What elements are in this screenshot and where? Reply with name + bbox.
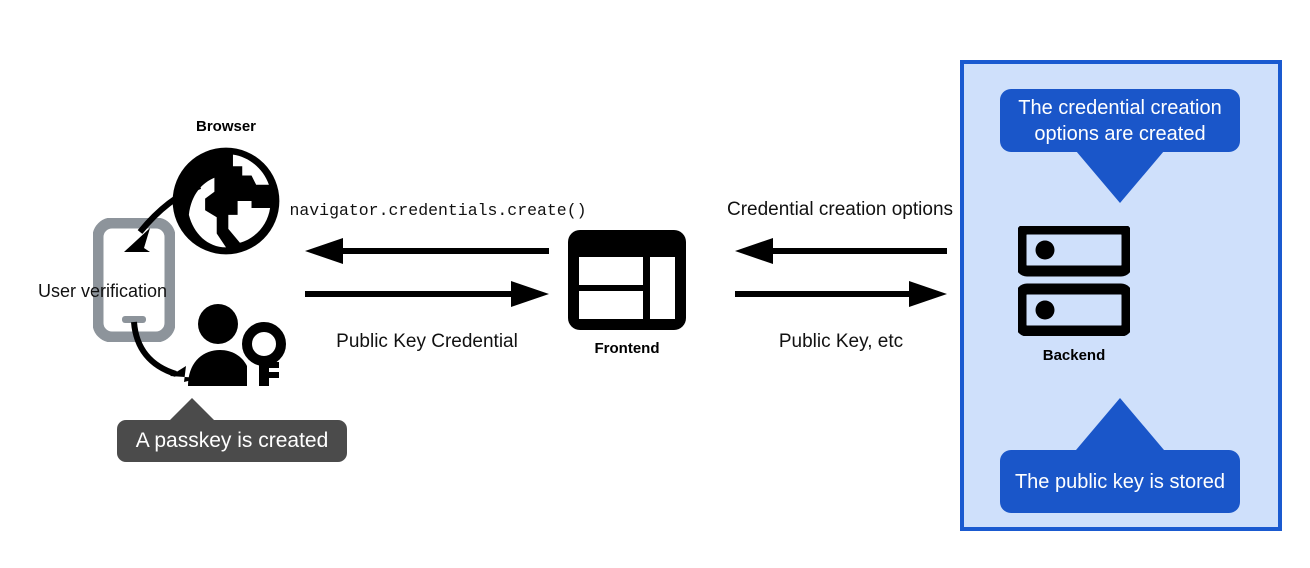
callout-credential-creation-options-text: The credential creation options are crea… bbox=[1018, 96, 1222, 145]
callout-public-key-stored-text: The public key is stored bbox=[1014, 470, 1226, 493]
callout-credential-creation-options-pointer bbox=[1076, 151, 1164, 203]
callout-credential-creation-options: The credential creation options are crea… bbox=[1000, 89, 1240, 152]
tooltip-passkey-created-text: A passkey is created bbox=[135, 429, 329, 452]
arrow-label-credential-creation-options: Credential creation options bbox=[726, 199, 954, 220]
callout-public-key-stored-pointer bbox=[1076, 398, 1164, 450]
arrow-label-navigator-credentials-create: navigator.credentials.create() bbox=[289, 201, 587, 220]
arrow-frontend-backend-top bbox=[735, 238, 947, 264]
callout-public-key-stored: The public key is stored bbox=[1000, 450, 1240, 513]
tooltip-passkey-created-pointer bbox=[170, 398, 214, 420]
arrow-label-public-key-etc: Public Key, etc bbox=[778, 331, 904, 352]
node-label-browser: Browser bbox=[195, 118, 257, 135]
server-stack-icon bbox=[1015, 223, 1133, 337]
node-label-backend: Backend bbox=[1042, 347, 1106, 364]
arrow-browser-frontend-bottom bbox=[305, 281, 549, 307]
arrow-frontend-backend-bottom bbox=[735, 281, 947, 307]
window-layout-icon bbox=[568, 230, 686, 330]
arrow-label-public-key-credential: Public Key Credential bbox=[336, 331, 518, 352]
arrow-browser-to-phone bbox=[100, 180, 210, 275]
annotation-user-verification: User verification bbox=[38, 281, 168, 301]
globe-icon bbox=[168, 143, 284, 259]
arrow-browser-frontend-top bbox=[305, 238, 549, 264]
user-with-key-icon bbox=[185, 304, 289, 386]
node-label-frontend: Frontend bbox=[594, 340, 660, 357]
tooltip-passkey-created: A passkey is created bbox=[117, 420, 347, 462]
